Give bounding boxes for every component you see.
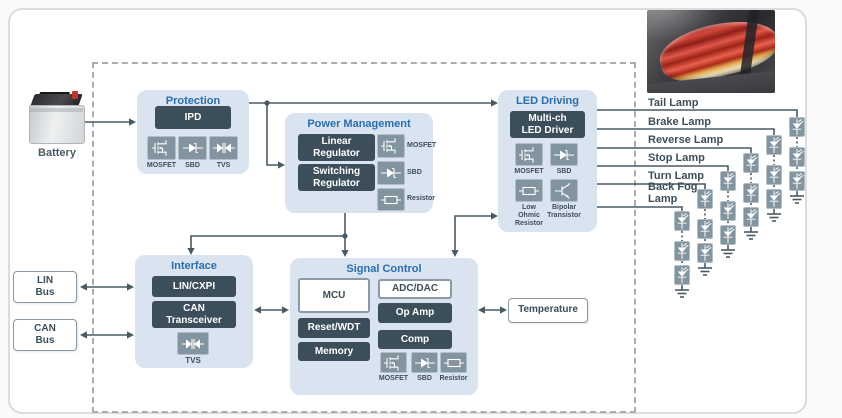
mcu-chip: MCU <box>298 278 370 313</box>
mosfet-icon <box>377 134 405 158</box>
lamp-label-3: Stop Lamp <box>648 152 705 164</box>
led-icon <box>743 207 759 227</box>
protection-title: Protection <box>165 95 221 107</box>
module-boundary <box>92 62 636 413</box>
adc-dac-chip: ADC/DAC <box>378 279 452 299</box>
led-driving-title: LED Driving <box>516 95 579 107</box>
resistor-label: Resistor <box>407 195 436 202</box>
led-icon <box>743 183 759 203</box>
sbd-icon <box>550 143 578 166</box>
reset-wdt-chip: Reset/WDT <box>298 318 370 338</box>
lamp-label-0: Tail Lamp <box>648 97 699 109</box>
op-amp-chip: Op Amp <box>378 303 452 323</box>
led-icon <box>789 171 805 191</box>
lamp-label-5: Back Fog Lamp <box>648 181 698 206</box>
power-management-block: Power Management Linear Regulator Switch… <box>285 113 437 213</box>
protection-block: Protection IPD MOSFET SBD TVS <box>137 90 249 174</box>
battery-illustration <box>29 91 85 144</box>
temperature-box: Temperature <box>508 298 588 323</box>
bipolar-transistor-label: Bipolar Transistor <box>547 204 581 220</box>
sbd-label: SBD <box>556 168 572 175</box>
interface-block: Interface LIN/CXPI CAN Transceiver TVS <box>135 255 253 368</box>
power-management-title: Power Management <box>307 118 411 130</box>
mosfet-icon <box>380 352 407 373</box>
lamp-label-1: Brake Lamp <box>648 116 711 128</box>
led-icon <box>720 201 736 221</box>
sbd-icon <box>178 136 207 160</box>
can-transceiver-chip: CAN Transceiver <box>152 301 236 328</box>
mosfet-label: MOSFET <box>514 168 544 175</box>
resistor-icon <box>377 188 405 211</box>
comp-chip: Comp <box>378 330 452 349</box>
led-driving-block: LED Driving Multi-ch LED Driver MOSFET S… <box>498 90 597 232</box>
battery-positive-terminal <box>72 91 78 99</box>
low-ohmic-resistor-icon <box>515 179 543 202</box>
led-icon <box>697 243 713 263</box>
sbd-icon <box>377 161 405 185</box>
led-icon <box>674 241 690 261</box>
sbd-label: SBD <box>407 169 422 176</box>
battery-edge <box>29 108 83 112</box>
bipolar-transistor-icon <box>550 179 578 202</box>
battery-label: Battery <box>38 147 76 159</box>
memory-chip: Memory <box>298 342 370 361</box>
lin-bus-box: LIN Bus <box>13 271 77 303</box>
mosfet-icon <box>147 136 176 160</box>
led-icon <box>766 165 782 185</box>
tail-lamp-photo <box>647 10 775 93</box>
led-icon <box>720 225 736 245</box>
led-icon <box>789 117 805 137</box>
interface-title: Interface <box>171 260 217 272</box>
mosfet-icon <box>515 143 543 166</box>
signal-control-block: Signal Control MCU Reset/WDT Memory ADC/… <box>290 258 478 395</box>
can-bus-box: CAN Bus <box>13 319 77 351</box>
led-icon <box>697 189 713 209</box>
lamp-label-2: Reverse Lamp <box>648 134 724 146</box>
tvs-icon <box>209 136 238 160</box>
multi-ch-led-driver-chip: Multi-ch LED Driver <box>510 111 585 138</box>
sbd-label: SBD <box>185 162 200 169</box>
mosfet-label: MOSFET <box>407 142 437 149</box>
resistor-label: Resistor <box>439 375 468 382</box>
sbd-label: SBD <box>417 375 432 382</box>
switching-regulator-chip: Switching Regulator <box>298 164 375 191</box>
tvs-label: TVS <box>185 356 201 365</box>
lin-cxpi-chip: LIN/CXPI <box>152 276 236 297</box>
led-icon <box>674 265 690 285</box>
led-icon <box>766 135 782 155</box>
mosfet-label: MOSFET <box>378 375 409 382</box>
tvs-icon <box>177 332 209 355</box>
led-icon <box>674 211 690 231</box>
led-icon <box>697 219 713 239</box>
lamp-label-4: Turn Lamp <box>648 170 705 182</box>
linear-regulator-chip: Linear Regulator <box>298 134 375 161</box>
led-icon <box>743 153 759 173</box>
ipd-chip: IPD <box>155 106 231 129</box>
resistor-icon <box>440 352 467 373</box>
signal-control-title: Signal Control <box>346 263 422 275</box>
led-icon <box>720 171 736 191</box>
tvs-label: TVS <box>216 162 231 169</box>
led-icon <box>789 147 805 167</box>
sbd-icon <box>411 352 438 373</box>
led-icon <box>766 189 782 209</box>
low-ohmic-resistor-label: Low Ohmic Resistor <box>514 204 543 228</box>
mosfet-label: MOSFET <box>146 162 177 169</box>
